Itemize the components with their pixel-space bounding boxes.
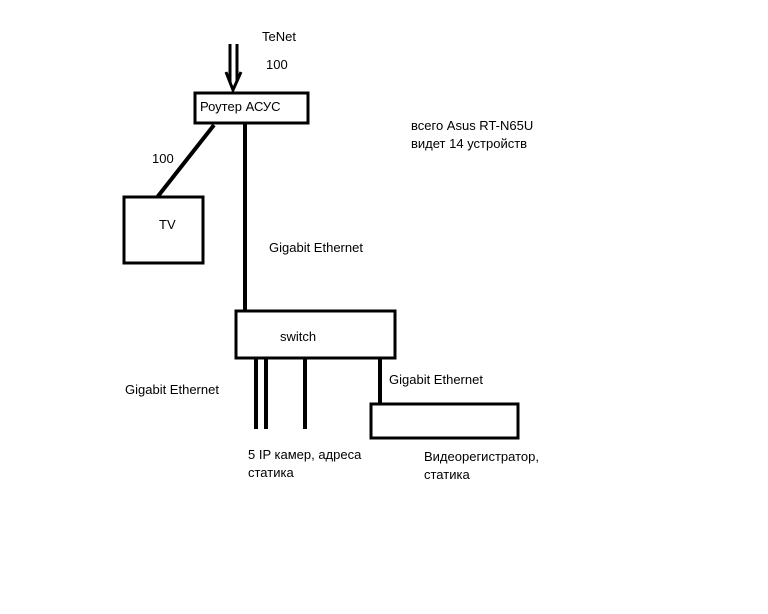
router-box — [193, 91, 310, 125]
router-switch-link-label: Gigabit Ethernet — [269, 240, 363, 255]
dvr-line-1: Видеорегистратор, — [424, 449, 539, 464]
isp-speed: 100 — [266, 57, 288, 72]
cameras-line-2: статика — [248, 465, 294, 480]
dvr-link-label: Gigabit Ethernet — [389, 372, 483, 387]
router-tv-link — [153, 123, 216, 202]
camera-links — [254, 358, 307, 429]
tv-label: TV — [159, 217, 176, 232]
isp-name: TeNet — [262, 29, 296, 44]
cameras-line-1: 5 IP камер, адреса — [248, 447, 362, 462]
dvr-box — [369, 402, 520, 440]
camera-link-label: Gigabit Ethernet — [125, 382, 219, 397]
switch-label: switch — [280, 329, 317, 344]
dvr-line-2: статика — [424, 467, 470, 482]
isp-arrow — [224, 44, 243, 94]
tv-link-speed: 100 — [152, 151, 174, 166]
note-line-1: всего Asus RT-N65U — [411, 118, 534, 133]
note-line-2: видет 14 устройств — [411, 136, 528, 151]
switch-box — [234, 309, 397, 360]
tv-box — [122, 195, 205, 265]
router-label: Роутер АСУС — [200, 99, 281, 114]
